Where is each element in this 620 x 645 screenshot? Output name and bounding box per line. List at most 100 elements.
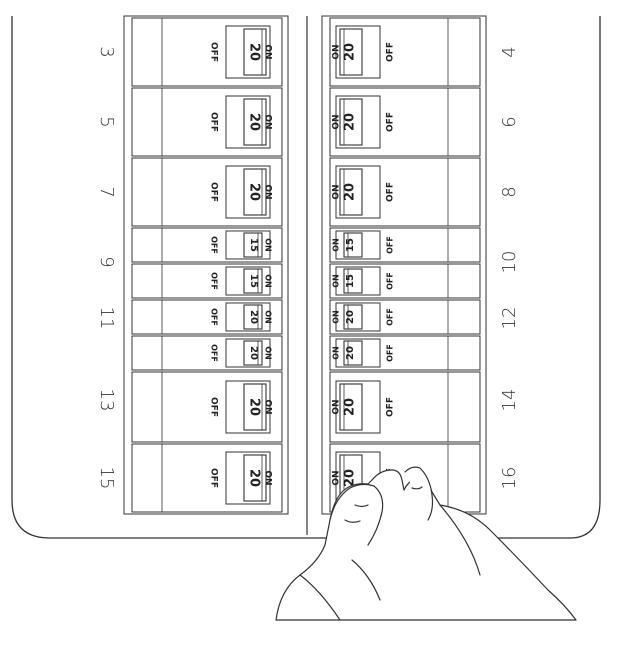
left-circuit-number: 9: [96, 256, 117, 267]
hand-icon: [275, 466, 577, 621]
left-breaker-on-label-0: ON: [263, 44, 273, 59]
right-breaker-off-label-1: OFF: [386, 112, 396, 132]
left-breaker-on-label-1: ON: [263, 114, 273, 129]
left-breaker-row: 20 ON OFF: [131, 335, 283, 371]
left-breaker-amps-7: 20: [247, 398, 262, 416]
left-breaker-off-label-4: OFF: [210, 272, 219, 290]
left-breaker-off-label-5: OFF: [210, 308, 219, 326]
left-breaker-off-label-8: OFF: [209, 468, 219, 488]
right-circuit-number: 4: [499, 46, 520, 57]
right-circuit-number: 16: [499, 467, 520, 490]
left-breaker-off-label-6: OFF: [210, 344, 219, 362]
right-circuit-numbers: 4 6 8 10 12 14 16: [499, 46, 520, 489]
right-breaker-off-label-3: OFF: [386, 236, 395, 254]
right-breaker-amps-6: 20: [345, 346, 356, 360]
right-breaker-off-label-5: OFF: [386, 308, 395, 326]
right-breaker-amps-1: 20: [343, 113, 358, 131]
left-circuit-number: 3: [96, 46, 117, 57]
left-circuit-number: 15: [96, 467, 117, 490]
right-breaker-amps-5: 20: [345, 310, 356, 324]
left-circuit-number: 11: [96, 307, 117, 330]
right-breaker-off-label-7: OFF: [386, 397, 396, 417]
left-breaker-on-label-7: ON: [263, 399, 273, 414]
left-breaker-switch-5[interactable]: 20 ON OFF: [210, 302, 273, 332]
left-breaker-row: 15 ON OFF: [131, 227, 283, 263]
right-circuit-number: 12: [499, 307, 520, 330]
right-breaker-amps-2: 20: [343, 183, 358, 201]
left-circuit-number: 5: [96, 116, 117, 127]
right-breaker-amps-7: 20: [343, 398, 358, 416]
left-circuit-numbers: 3 5 7 9 11 13 15: [96, 46, 117, 489]
left-breaker-on-label-2: ON: [263, 184, 273, 199]
left-breaker-amps-3: 15: [248, 238, 259, 252]
left-breaker-off-label-1: OFF: [209, 112, 219, 132]
right-breaker-on-label-1: ON: [332, 114, 342, 129]
panel-outline: [11, 16, 601, 539]
right-breaker-row: 20 ON OFF: [329, 299, 481, 335]
left-breaker-amps-5: 20: [248, 310, 259, 324]
left-breaker-off-label-7: OFF: [209, 397, 219, 417]
right-breaker-off-label-6: OFF: [386, 344, 395, 362]
left-breaker-on-label-6: ON: [264, 346, 273, 360]
right-breaker-off-label-4: OFF: [386, 272, 395, 290]
right-breaker-off-label-0: OFF: [386, 42, 396, 62]
left-circuit-number: 13: [96, 389, 117, 412]
left-breaker-column: [123, 15, 289, 515]
right-circuit-number: 8: [499, 186, 520, 197]
left-breaker-amps-8: 20: [247, 469, 262, 487]
left-breaker-amps-6: 20: [248, 346, 259, 360]
right-breaker-amps-0: 20: [343, 43, 358, 61]
right-breaker-on-label-8: ON: [332, 470, 342, 485]
left-breaker-on-label-3: ON: [264, 238, 273, 252]
left-breaker-off-label-3: OFF: [210, 236, 219, 254]
right-breaker-amps-8: 20: [343, 469, 358, 487]
left-circuit-number: 7: [96, 186, 117, 197]
left-breaker-on-label-5: ON: [264, 310, 273, 324]
left-breaker-amps-1: 20: [247, 113, 262, 131]
left-breaker-row: 20 ON OFF: [131, 299, 283, 335]
right-breaker-on-label-5: ON: [332, 310, 341, 324]
right-circuit-number: 14: [499, 389, 520, 412]
right-circuit-number: 6: [499, 116, 520, 127]
left-breaker-switch-3[interactable]: 15 ON OFF: [210, 230, 273, 260]
right-breaker-amps-4: 15: [345, 274, 356, 288]
right-breaker-on-label-2: ON: [332, 184, 342, 199]
right-circuit-number: 10: [499, 251, 520, 274]
left-breaker-amps-4: 15: [248, 274, 259, 288]
left-breaker-amps-0: 20: [247, 43, 262, 61]
left-breaker-switch-6[interactable]: 20 ON OFF: [210, 338, 273, 368]
right-breaker-on-label-7: ON: [332, 399, 342, 414]
right-breaker-switch-5[interactable]: 20 ON OFF: [332, 302, 395, 332]
right-breaker-on-label-0: ON: [332, 44, 342, 59]
